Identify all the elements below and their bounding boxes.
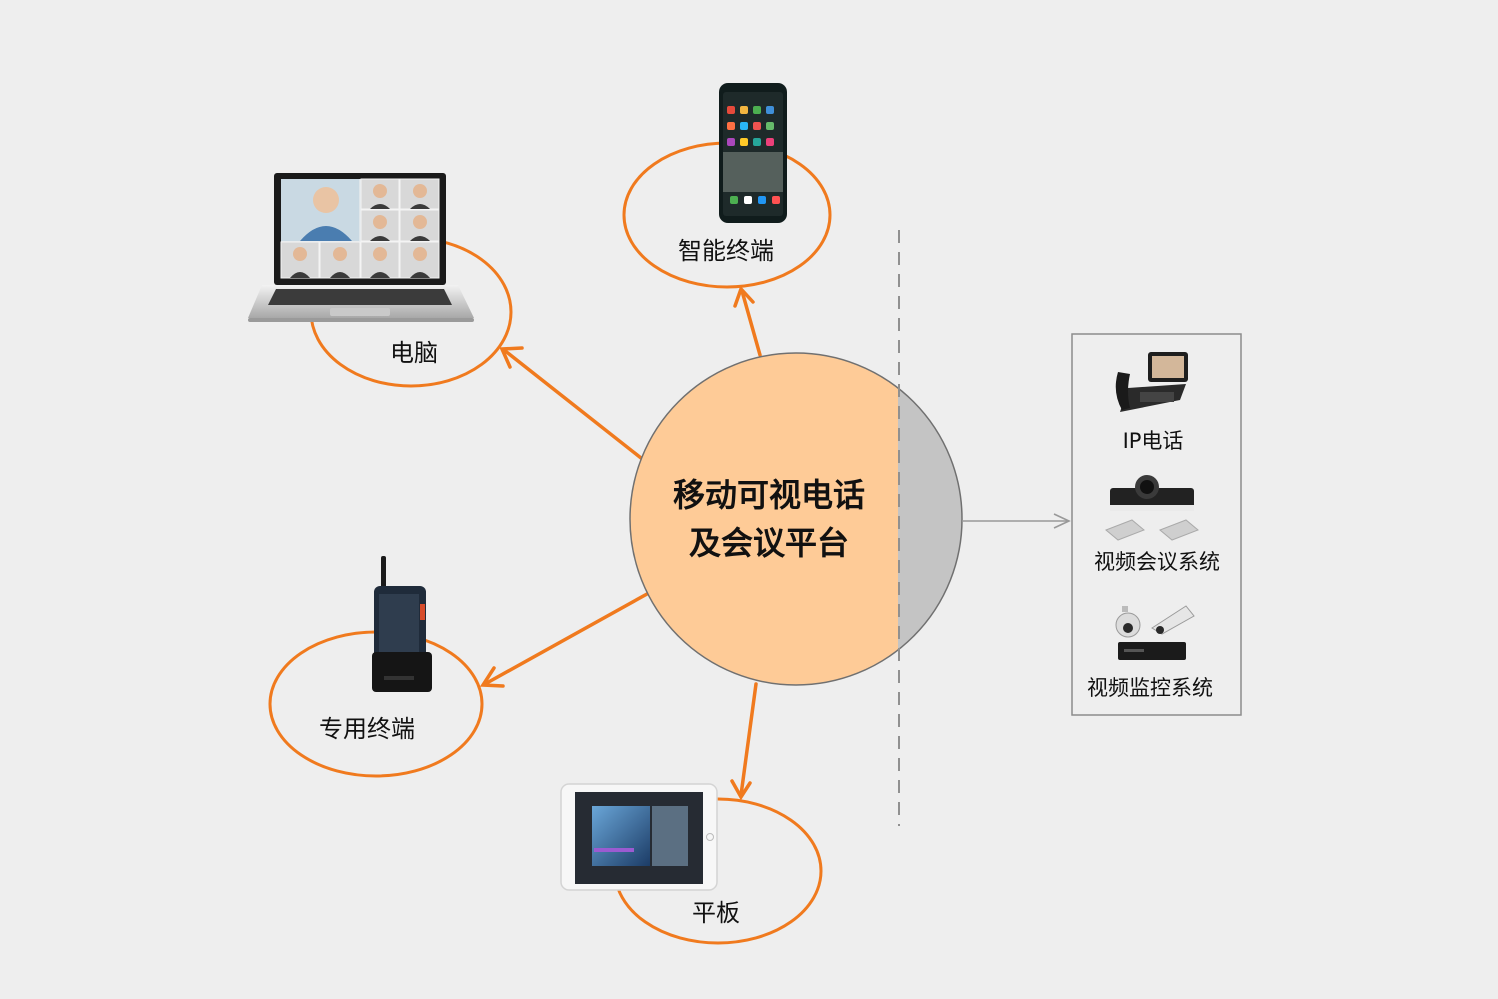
arrow-to-dedicated-terminal [479,592,649,688]
platform-circle [629,352,963,686]
arrows [479,285,762,801]
tablet-image [560,783,718,891]
platform-title-line1: 移动可视电话 [673,476,865,514]
arrow-to-tablet [730,682,758,801]
tablet-label: 平板 [692,899,740,927]
dedicated-terminal-label: 专用终端 [319,715,415,743]
arrow-to-external-systems [962,513,1071,529]
video-conference-label: 视频会议系统 [1094,550,1220,574]
smart-terminal-label: 智能终端 [678,237,774,265]
rugged-terminal-image [372,556,432,692]
ip-phone-image [1115,352,1188,412]
computer-label: 电脑 [390,339,438,367]
ip-phone-label: IP电话 [1123,429,1184,453]
video-surveillance-image [1115,605,1195,660]
smartphone-image [719,83,787,223]
arrow-to-computer [499,346,643,460]
platform-title-line2: 及会议平台 [689,524,849,562]
video-conference-image [1105,475,1199,541]
arrow-to-smart-terminal [733,285,762,357]
laptop-image [248,173,474,322]
video-surveillance-label: 视频监控系统 [1087,676,1213,700]
